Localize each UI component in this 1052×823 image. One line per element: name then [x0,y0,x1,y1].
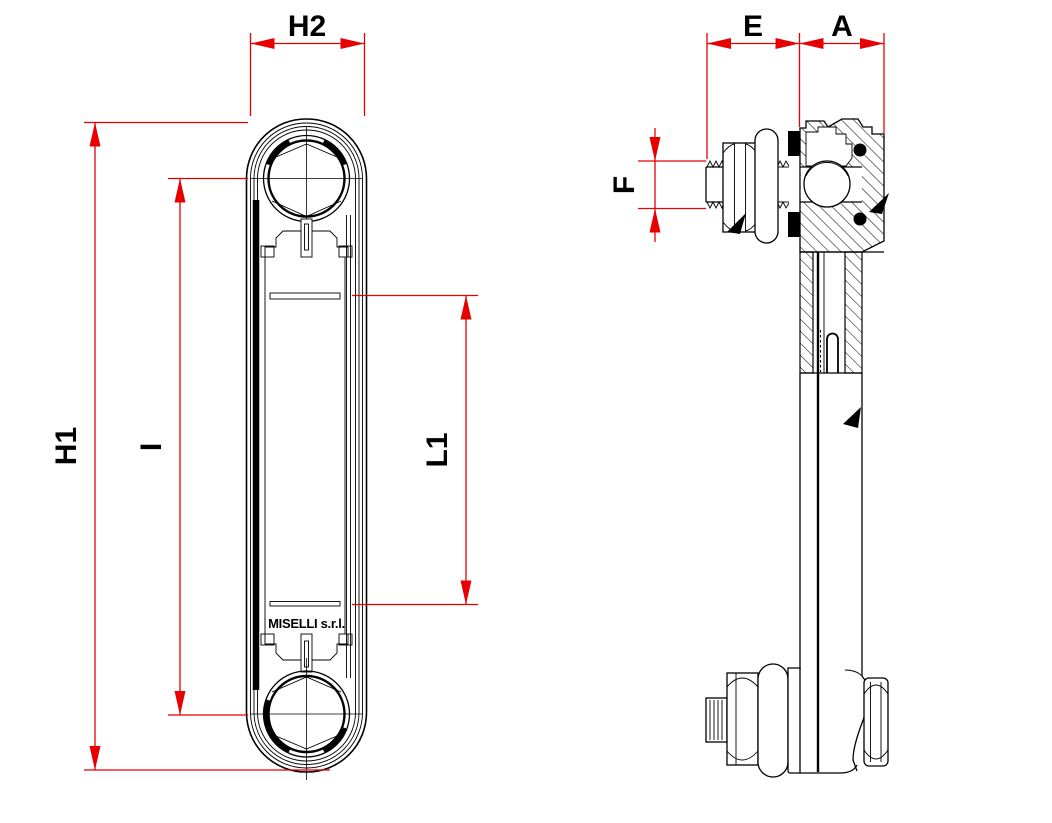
o-ring-lower [853,212,867,226]
bottom-fitting [705,663,889,778]
bottom-mounting-hole [250,658,363,780]
fluid-sight-window: MISELLI s.r.l. [264,257,346,634]
dimension-label-h2: H2 [288,10,326,43]
dimension-label-h1: H1 [50,427,83,465]
dimension-label-e: E [743,10,763,43]
top-mounting-hole [250,127,363,237]
front-view: MISELLI s.r.l. [245,118,368,780]
u-slot [826,332,839,373]
lower-level-mark [269,601,341,607]
top-seal-upper [788,131,800,156]
top-hex-nut [722,142,758,233]
dimension-label-f: F [608,176,641,194]
bottom-stud-thread [705,697,728,743]
dimension-e-a: E A [706,10,885,159]
top-fitting [705,118,885,253]
bottom-hex-nut [726,672,759,766]
dimension-h2: H2 [249,10,366,116]
dimension-label-i: I [135,443,168,451]
bottom-flange [787,667,801,774]
dimension-l1: L1 [352,294,478,606]
section-markers [727,193,889,428]
o-ring-upper [853,143,867,157]
dimension-h1: H1 [50,121,330,771]
upper-inner-profile [260,218,353,258]
bottom-washer [757,663,789,778]
top-head-section [799,118,885,253]
top-seal-lower [788,212,800,237]
dimension-i: I [135,177,248,716]
side-view [705,118,889,778]
dimension-label-l1: L1 [421,432,454,467]
upper-level-mark [269,292,341,300]
brand-label: MISELLI s.r.l. [268,616,345,631]
top-stud-thread [705,159,790,210]
dimensions: H2 H1 I L1 [50,10,885,771]
lower-inner-profile [260,633,353,673]
ball-detail [803,160,851,208]
dimension-f: F [608,128,706,242]
top-washer [754,128,779,244]
gauge-column [799,251,884,774]
dimension-label-a: A [831,10,853,43]
bottom-end-cap [844,669,889,772]
